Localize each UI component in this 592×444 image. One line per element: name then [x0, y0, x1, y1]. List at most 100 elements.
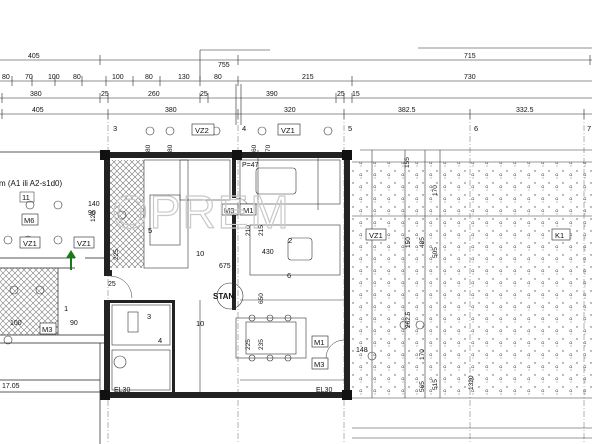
- dim-235: 235: [258, 339, 265, 350]
- kitchen-hatch: [110, 160, 144, 268]
- tag-boxes: [19, 123, 571, 370]
- dim-90-b: 90: [70, 320, 78, 327]
- room-6: 6: [287, 271, 291, 280]
- dim-70: 70: [265, 144, 272, 152]
- dim-row3-4: 390: [266, 91, 278, 98]
- column-squares: [100, 150, 352, 400]
- room-2: 2: [288, 236, 292, 245]
- room-stan: STAN: [213, 292, 234, 301]
- dim-140: 140: [88, 201, 100, 208]
- tag-m1-b: M1: [314, 338, 324, 347]
- tag-k1: K1: [555, 231, 564, 240]
- tag-texts: VZ2 VZ1 M3 M1 VZ1 VZ1 VZ1 K1 M6 M3 M1 M3: [23, 126, 564, 369]
- tag-m3-left: M3: [42, 325, 52, 334]
- dim-row3-2: 260: [148, 91, 160, 98]
- dim-row3-6: 15: [352, 91, 360, 98]
- dim-row3-0: 380: [30, 91, 42, 98]
- tag-vz1-left: VZ1: [23, 239, 37, 248]
- dim-90: 90: [88, 210, 96, 217]
- room-labels: m (A1 ili A2-s1d0) 11 STAN 1 2 3 4 5 6 1…: [0, 179, 292, 345]
- level-mark: 17.05: [2, 383, 20, 390]
- tag-m3-b: M3: [314, 360, 324, 369]
- dim-row3-3: 25: [200, 91, 208, 98]
- dim-60: 60: [251, 144, 258, 152]
- dim-225-left: 225: [113, 249, 120, 260]
- dim-150: 150: [405, 237, 412, 248]
- dim-148: 148: [356, 347, 368, 354]
- dim-170: 170: [432, 185, 439, 196]
- dim-100: 100: [10, 320, 22, 327]
- dim-675: 675: [219, 263, 231, 270]
- main-walls: [104, 152, 350, 398]
- dim-row2-8: 215: [302, 74, 314, 81]
- dim-225: 225: [245, 339, 252, 350]
- dim-row2-5: 80: [145, 74, 153, 81]
- room-10-a: 10: [196, 249, 204, 258]
- dim-80-b: 80: [167, 144, 174, 152]
- dimension-chain-top: [0, 47, 592, 125]
- dim-25: 25: [108, 281, 116, 288]
- dim-row3-5: 25: [337, 91, 345, 98]
- dim-215: 215: [258, 225, 265, 236]
- dimension-texts-top: 405 715 755 80 70 100 80 100 80 130 80 2…: [2, 53, 534, 114]
- axis-label-6: 6: [474, 124, 478, 133]
- side-label: m (A1 ili A2-s1d0): [0, 179, 62, 188]
- dim-155: 155: [404, 157, 411, 168]
- dim-row1-a: 405: [28, 53, 40, 60]
- interior-lines: [111, 150, 344, 392]
- axis-label-5: 5: [348, 124, 352, 133]
- dim-row2-6: 130: [178, 74, 190, 81]
- inner-dimensions: 675 430 650 235 225 215 210 170 150 485 …: [2, 144, 475, 394]
- stair-element: [66, 250, 76, 270]
- dim-row2-2: 100: [48, 74, 60, 81]
- tag-vz1-mid: VZ1: [77, 239, 91, 248]
- dim-650: 650: [258, 293, 265, 304]
- room-10-b: 10: [196, 319, 204, 328]
- dim-row4-2: 320: [284, 107, 296, 114]
- dim-1320: 1320: [468, 375, 475, 390]
- tag-m6: M6: [24, 216, 34, 225]
- room-3: 3: [147, 312, 151, 321]
- dim-top-small: 755: [218, 62, 230, 69]
- room-11: 11: [22, 193, 30, 202]
- terrace-area: [352, 162, 592, 398]
- tag-m1-a: M1: [243, 206, 253, 215]
- dim-170b: 170: [419, 349, 426, 360]
- dim-80-a: 80: [145, 144, 152, 152]
- axis-label-4: 4: [242, 124, 246, 133]
- dim-el30-b: EL30: [316, 387, 332, 394]
- dim-515: 515: [432, 379, 439, 390]
- dim-row4-1: 380: [165, 107, 177, 114]
- dim-485: 485: [419, 237, 426, 248]
- axis-label-7: 7: [587, 124, 591, 133]
- tag-m3-a: M3: [224, 206, 234, 215]
- dim-p47: P=47: [242, 162, 259, 169]
- dim-row1-b: 715: [464, 53, 476, 60]
- room-4: 4: [158, 336, 162, 345]
- dim-row4-3: 382.5: [398, 107, 416, 114]
- terrace-lines: [352, 149, 592, 439]
- dim-210: 210: [245, 225, 252, 236]
- dim-120: 120: [90, 211, 97, 222]
- dim-505: 505: [432, 247, 439, 258]
- dim-row4-4: 332.5: [516, 107, 534, 114]
- tag-vz1-right: VZ1: [369, 231, 383, 240]
- room-1: 1: [64, 304, 68, 313]
- dim-row2-9: 730: [464, 74, 476, 81]
- dim-430: 430: [262, 249, 274, 256]
- dim-el30-a: EL30: [114, 387, 130, 394]
- dim-row4-0: 405: [32, 107, 44, 114]
- tag-vz2: VZ2: [195, 126, 209, 135]
- dim-row3-1: 25: [101, 91, 109, 98]
- dim-row2-3: 80: [73, 74, 81, 81]
- dim-565: 565: [419, 381, 426, 392]
- tag-vz1-top: VZ1: [281, 126, 295, 135]
- axis-labels: 3 4 5 6 7: [113, 124, 591, 133]
- dim-row2-4: 100: [112, 74, 124, 81]
- axis-label-3: 3: [113, 124, 117, 133]
- dim-row2-7: 80: [214, 74, 222, 81]
- room-5: 5: [148, 226, 152, 235]
- dim-262: 262.5: [405, 311, 412, 328]
- watermark: OPREM: [112, 186, 291, 238]
